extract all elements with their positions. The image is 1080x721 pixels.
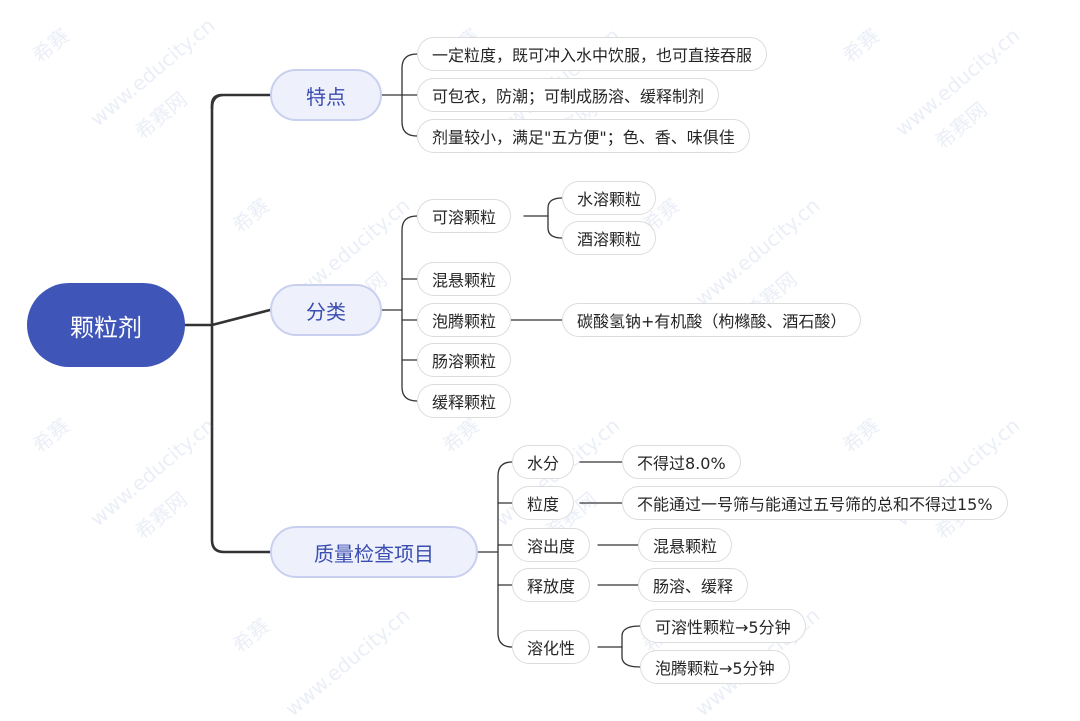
class-suspension[interactable]: 混悬颗粒 <box>417 262 512 296</box>
quality-release-detail[interactable]: 肠溶、缓释 <box>638 568 749 602</box>
quality-granularity[interactable]: 粒度 <box>512 486 575 520</box>
class-soluble[interactable]: 可溶颗粒 <box>417 199 512 233</box>
quality-disintegration-soluble[interactable]: 可溶性颗粒→5分钟 <box>640 609 806 643</box>
feature-item-3[interactable]: 剂量较小，满足"五方便"；色、香、味俱佳 <box>417 119 750 153</box>
root-node[interactable]: 颗粒剂 <box>27 283 185 367</box>
quality-disintegration[interactable]: 溶化性 <box>512 630 591 664</box>
class-sustained[interactable]: 缓释颗粒 <box>417 384 512 418</box>
branch-features[interactable]: 特点 <box>270 69 382 121</box>
class-enteric[interactable]: 肠溶颗粒 <box>417 343 512 377</box>
feature-item-1[interactable]: 一定粒度，既可冲入水中饮服，也可直接吞服 <box>417 37 768 71</box>
branch-quality[interactable]: 质量检查项目 <box>270 526 478 578</box>
class-soluble-alcohol[interactable]: 酒溶颗粒 <box>562 221 657 255</box>
quality-granularity-detail[interactable]: 不能通过一号筛与能通过五号筛的总和不得过15% <box>622 486 1008 520</box>
quality-dissolution[interactable]: 溶出度 <box>512 528 591 562</box>
class-effervescent-detail[interactable]: 碳酸氢钠+有机酸（枸橼酸、酒石酸） <box>562 303 862 337</box>
quality-disintegration-effervescent[interactable]: 泡腾颗粒→5分钟 <box>640 650 790 684</box>
quality-dissolution-detail[interactable]: 混悬颗粒 <box>638 528 733 562</box>
class-soluble-water[interactable]: 水溶颗粒 <box>562 181 657 215</box>
feature-item-2[interactable]: 可包衣，防潮；可制成肠溶、缓释制剂 <box>417 78 720 112</box>
quality-moisture-detail[interactable]: 不得过8.0% <box>622 445 741 479</box>
quality-moisture[interactable]: 水分 <box>512 445 575 479</box>
branch-classification[interactable]: 分类 <box>270 284 382 336</box>
quality-release[interactable]: 释放度 <box>512 568 591 602</box>
class-effervescent[interactable]: 泡腾颗粒 <box>417 303 512 337</box>
